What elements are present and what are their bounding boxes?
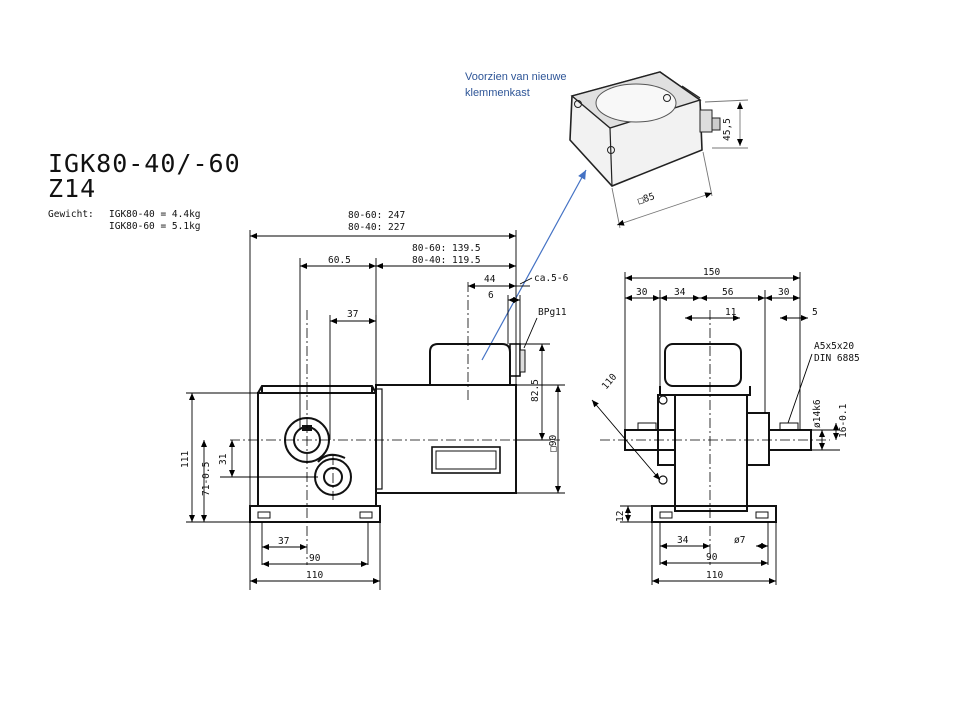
box-dim-line-85 bbox=[616, 192, 713, 226]
dim-total-80-40: 80-40: 227 bbox=[348, 222, 405, 233]
dim-110-front: 110 bbox=[706, 570, 723, 581]
dim-6: 6 bbox=[488, 290, 494, 301]
dim-37-top: 37 bbox=[347, 309, 358, 320]
annotation-line1: Voorzien van nieuwe bbox=[465, 71, 567, 83]
dim-30-right: 30 bbox=[778, 287, 790, 298]
dim-12: 12 bbox=[615, 511, 626, 522]
weight-label: Gewicht: bbox=[48, 209, 94, 220]
dim-11: 11 bbox=[725, 307, 737, 318]
label-din: DIN 6885 bbox=[814, 353, 860, 364]
side-view-dimensions: 80-60: 247 80-40: 227 80-60: 139.5 80-40… bbox=[180, 210, 569, 590]
front-view-dimensions: 150 30 34 56 30 11 5 A5x5x20 DIN 6885 11… bbox=[591, 267, 860, 585]
dim-90-bottom: 90 bbox=[309, 553, 321, 564]
dim-31: 31 bbox=[218, 453, 229, 465]
motor-terminal-box bbox=[429, 343, 511, 385]
front-foot bbox=[651, 505, 777, 523]
dim-30-left: 30 bbox=[636, 287, 648, 298]
dim-111: 111 bbox=[180, 451, 191, 468]
front-terminal-box bbox=[664, 343, 742, 387]
nameplate bbox=[431, 446, 501, 474]
dim-90-front: 90 bbox=[706, 552, 718, 563]
dim-150: 150 bbox=[703, 267, 720, 278]
label-bpg11: BPg11 bbox=[538, 307, 567, 318]
dim-34-top: 34 bbox=[674, 287, 686, 298]
dim-16: 16-0.1 bbox=[838, 403, 849, 438]
dim-44: 44 bbox=[484, 274, 496, 285]
motor-body bbox=[375, 384, 517, 494]
box-ext-right bbox=[702, 151, 713, 197]
label-key: A5x5x20 bbox=[814, 341, 854, 352]
drawing-subtitle: Z14 bbox=[48, 174, 96, 203]
dim-37-bottom: 37 bbox=[278, 536, 289, 547]
front-view bbox=[600, 310, 830, 565]
dim-34-bottom: 34 bbox=[677, 535, 689, 546]
dim-60-5: 60.5 bbox=[328, 255, 351, 266]
dim-110-diagonal: 110 bbox=[600, 371, 620, 391]
dim-ca-5-6: ca.5-6 bbox=[534, 273, 569, 284]
dim-71: 71-0.5 bbox=[201, 462, 212, 496]
box-dim-45-5: 45,5 bbox=[722, 118, 733, 141]
annotation-line2: klemmenkast bbox=[465, 87, 530, 99]
drawing-title: IGK80-40/-60 bbox=[48, 149, 241, 178]
weight-igk80-40: IGK80-40 = 4.4kg bbox=[109, 209, 201, 220]
dim-hole-7: ø7 bbox=[734, 535, 745, 546]
dim-shaft-14: ø14k6 bbox=[812, 399, 823, 428]
dim-110-bottom: 110 bbox=[306, 570, 323, 581]
dim-total-80-60: 80-60: 247 bbox=[348, 210, 405, 221]
front-gearbox-body bbox=[674, 394, 748, 512]
weight-igk80-60: IGK80-60 = 5.1kg bbox=[109, 221, 201, 232]
side-view bbox=[230, 282, 560, 565]
dim-motor-80-60: 80-60: 139.5 bbox=[412, 243, 481, 254]
box-ext-top bbox=[704, 99, 749, 103]
dim-5: 5 bbox=[812, 307, 818, 318]
dim-square-90: □90 bbox=[548, 435, 559, 452]
box-dim-85: □85 bbox=[636, 191, 656, 207]
gearbox-foot bbox=[249, 505, 381, 523]
dim-56: 56 bbox=[722, 287, 734, 298]
dim-motor-80-40: 80-40: 119.5 bbox=[412, 255, 481, 266]
dim-82-5: 82.5 bbox=[530, 379, 541, 402]
terminal-box-image bbox=[569, 71, 721, 187]
box-ext-left bbox=[611, 187, 621, 229]
annotation-arrow bbox=[481, 169, 587, 361]
